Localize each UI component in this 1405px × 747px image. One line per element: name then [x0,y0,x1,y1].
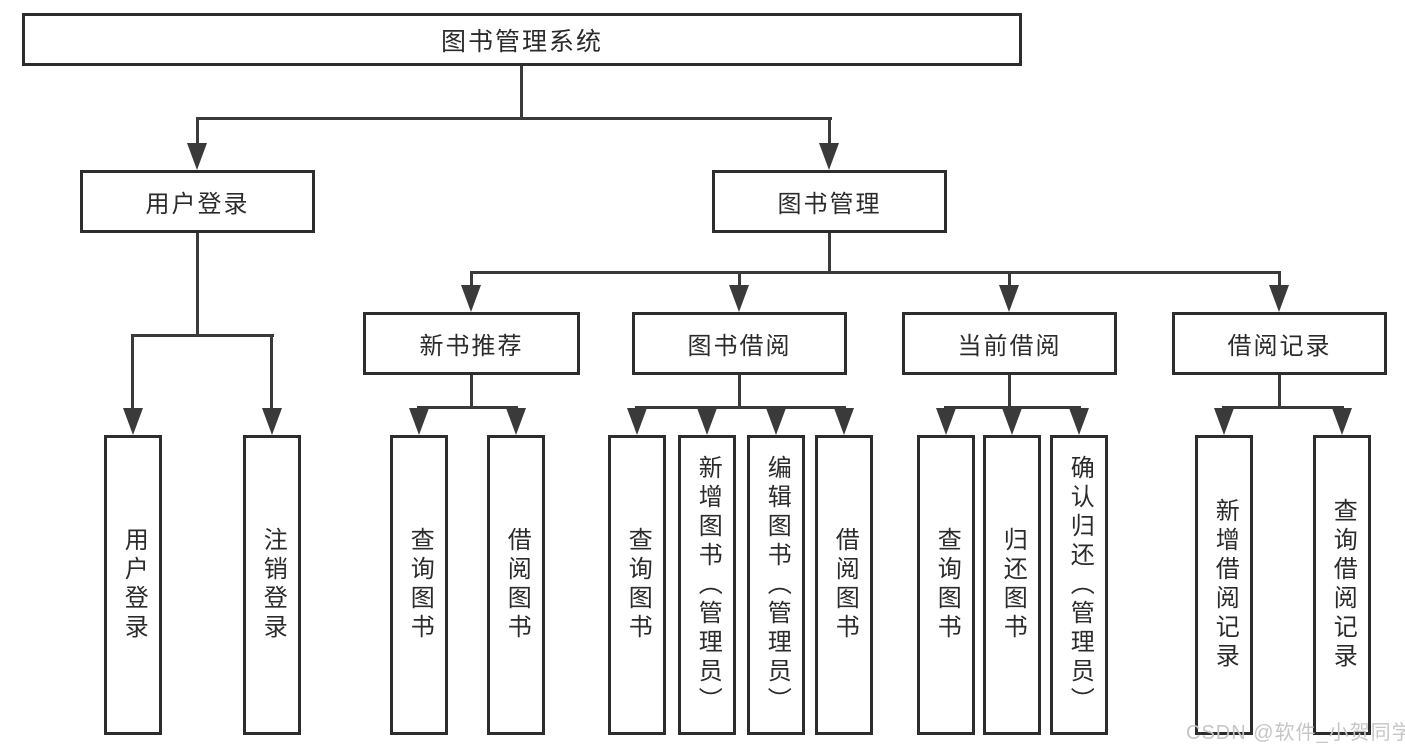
node-borrow-records: 借阅记录 [1172,312,1387,375]
node-user-login-group: 用户登录 [80,170,315,233]
leaf-label: 借阅图书 [831,527,859,643]
leaf-query-borrow-record: 查询借阅记录 [1313,435,1371,735]
node-label: 图书借阅 [687,333,792,360]
leaf-label: 归还图书 [999,527,1027,643]
connector-line [196,117,199,145]
connector-line [635,406,846,409]
arrow-down-icon [766,408,786,435]
arrow-down-icon [262,408,282,435]
leaf-label: 注销登录 [259,527,287,643]
node-current-borrowing: 当前借阅 [902,312,1117,375]
connector-line [470,375,473,408]
leaf-query-books-borrowing: 查询图书 [608,435,666,735]
connector-line [1278,375,1281,408]
connector-line [828,233,831,273]
connector-line [944,406,1081,409]
arrow-down-icon [123,408,143,435]
node-label: 借阅记录 [1227,333,1332,360]
arrow-down-icon [1269,285,1289,312]
connector-line [196,117,832,120]
node-label: 用户登录 [145,191,250,218]
arrow-down-icon [1002,408,1022,435]
connector-line [520,66,523,119]
arrow-down-icon [834,408,854,435]
arrow-down-icon [1069,408,1089,435]
node-label: 图书管理 [777,191,882,218]
connector-line [131,334,274,337]
arrow-down-icon [936,408,956,435]
arrow-down-icon [409,408,429,435]
arrow-down-icon [187,143,207,170]
arrow-down-icon [819,143,839,170]
leaf-add-borrow-record: 新增借阅记录 [1195,435,1253,735]
node-library-management-system: 图书管理系统 [22,13,1022,66]
leaf-label: 查询图书 [933,527,961,643]
node-book-borrowing: 图书借阅 [632,312,847,375]
leaf-query-books-current: 查询图书 [917,435,975,735]
leaf-label: 确认归还（管理员） [1066,454,1094,716]
connector-line [1008,271,1011,287]
connector-line [470,271,473,287]
arrow-down-icon [697,408,717,435]
node-label: 新书推荐 [419,333,524,360]
leaf-add-book-admin: 新增图书（管理员） [678,435,736,735]
arrow-down-icon [729,285,749,312]
leaf-confirm-return-admin: 确认归还（管理员） [1050,435,1108,735]
arrow-down-icon [999,285,1019,312]
leaf-label: 查询图书 [406,527,434,643]
leaf-query-books-newbooks: 查询图书 [390,435,448,735]
node-label: 图书管理系统 [440,27,603,56]
arrow-down-icon [461,285,481,312]
leaf-label: 查询借阅记录 [1329,498,1357,672]
leaf-borrow-books-newbooks: 借阅图书 [487,435,545,735]
connector-line [738,271,741,287]
leaf-label: 用户登录 [120,527,148,643]
arrow-down-icon [1214,408,1234,435]
arrow-down-icon [627,408,647,435]
connector-line [270,334,273,411]
connector-line [196,233,199,337]
leaf-return-books: 归还图书 [983,435,1041,735]
leaf-logout: 注销登录 [243,435,301,735]
connector-line [1008,375,1011,408]
connector-line [470,271,1280,274]
leaf-borrow-books-borrowing: 借阅图书 [815,435,873,735]
node-label: 当前借阅 [957,333,1062,360]
connector-line [1278,271,1281,287]
leaf-edit-book-admin: 编辑图书（管理员） [747,435,805,735]
leaf-user-login: 用户登录 [104,435,162,735]
node-book-management-group: 图书管理 [712,170,947,233]
arrow-down-icon [1332,408,1352,435]
node-new-book-recommend: 新书推荐 [363,312,580,375]
leaf-label: 新增借阅记录 [1211,498,1239,672]
csdn-watermark: CSDN @软件_小贺同学 [1186,722,1405,744]
leaf-label: 查询图书 [624,527,652,643]
connector-line [417,406,518,409]
leaf-label: 新增图书（管理员） [694,454,722,716]
connector-line [828,117,831,145]
arrow-down-icon [506,408,526,435]
leaf-label: 借阅图书 [503,527,531,643]
connector-line [738,375,741,408]
connector-line [131,334,134,411]
connector-line [1222,406,1344,409]
leaf-label: 编辑图书（管理员） [763,454,791,716]
